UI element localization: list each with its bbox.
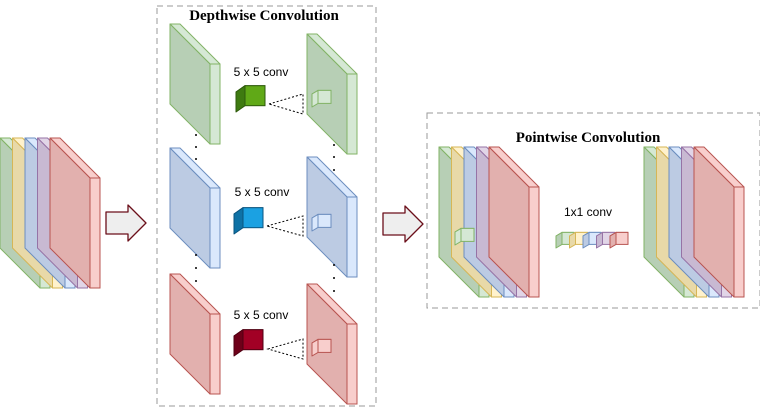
depthwise-input-channel-green xyxy=(169,23,221,145)
kernel-red xyxy=(233,329,264,357)
pointwise-input-tensor-channel-5 xyxy=(488,146,540,298)
pointwise-container xyxy=(426,112,760,309)
depthwise-kernel-label-1: 5 x 5 conv xyxy=(234,65,289,79)
pointwise-output-tensor-channel-5 xyxy=(693,146,745,298)
pointwise-kernel-cell-red xyxy=(609,231,629,249)
kernel-blue xyxy=(233,207,264,235)
depthwise-dots-left-2 xyxy=(195,254,197,282)
pointwise-input-tensor xyxy=(438,146,540,298)
arrow-input-to-depthwise xyxy=(105,204,147,242)
depthwise-output-cell-blue xyxy=(311,213,332,232)
depthwise-kernel-label-2: 5 x 5 conv xyxy=(235,185,290,199)
depthwise-dots-right-2 xyxy=(333,264,335,292)
depthwise-dots-left-1 xyxy=(195,134,197,160)
kernel-green xyxy=(235,85,266,113)
depthwise-kernel-label-3: 5 x 5 conv xyxy=(234,308,289,322)
pointwise-output-tensor xyxy=(643,146,745,298)
depthwise-output-channel-blue xyxy=(306,156,358,278)
pointwise-input-cell xyxy=(454,227,475,246)
depthwise-input-channel-blue xyxy=(169,147,221,269)
pointwise-title: Pointwise Convolution xyxy=(516,130,661,146)
depthwise-dots-right-1 xyxy=(333,144,335,171)
pointwise-kernel-label: 1x1 conv xyxy=(564,205,612,219)
depthwise-output-cell-red xyxy=(311,338,332,357)
input-tensor xyxy=(0,137,101,289)
projection-blue xyxy=(265,215,304,237)
arrow-depthwise-to-pointwise xyxy=(382,205,424,243)
depthwise-title: Depthwise Convolution xyxy=(189,8,339,24)
projection-green xyxy=(267,93,304,115)
input-tensor-channel-5 xyxy=(49,137,101,289)
projection-red xyxy=(266,338,304,360)
depthwise-output-cell-green xyxy=(311,89,332,108)
depthwise-input-channel-red xyxy=(169,273,221,395)
pointwise-kernel xyxy=(555,231,629,249)
